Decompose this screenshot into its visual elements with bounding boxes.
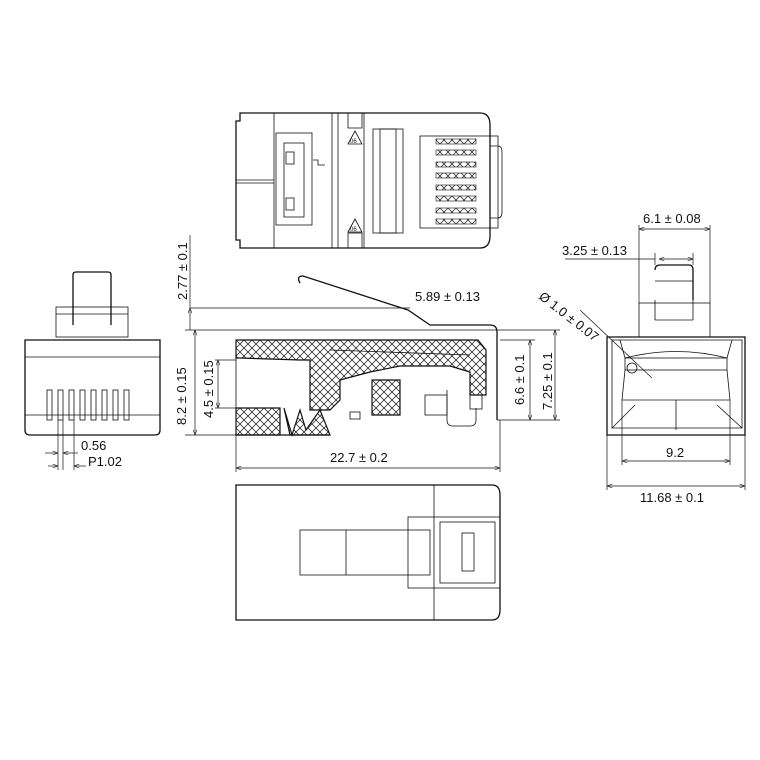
contact-width-dimension: 0.56 <box>81 438 106 453</box>
triangle-mark-icon: 06 <box>347 130 363 145</box>
outer-width-dimension: 11.68 ± 0.1 <box>640 490 704 505</box>
side-section-view <box>235 275 498 438</box>
height-with-latch-dimension: 7.25 ± 0.1 <box>540 352 555 410</box>
contacts <box>46 389 130 421</box>
triangle-mark-label: 06 <box>350 227 357 233</box>
latch-base-width-dimension: 6.1 ± 0.08 <box>643 211 701 226</box>
cable-entry-dimension: 4.5 ± 0.15 <box>201 360 216 418</box>
body-height-dimension: 6.6 ± 0.1 <box>512 354 527 405</box>
end-view <box>606 264 746 436</box>
pitch-dimension: P1.02 <box>88 454 122 469</box>
side-dimensions: 2.77 ± 0.1 5.89 ± 0.13 8.2 ± 0.15 4.5 ± … <box>174 235 560 472</box>
hole-circle <box>626 362 638 374</box>
triangle-mark-icon: 06 <box>347 218 363 233</box>
length-dimension: 22.7 ± 0.2 <box>330 450 388 465</box>
top-view: 06 06 <box>235 112 503 249</box>
bottom-view <box>235 484 501 621</box>
triangle-mark-label: 06 <box>350 139 357 145</box>
latch-width-dimension: 3.25 ± 0.13 <box>562 243 627 258</box>
front-view: 0.56 P1.02 <box>24 271 161 470</box>
contact-slots <box>419 135 499 229</box>
total-height-dimension: 8.2 ± 0.15 <box>174 367 189 425</box>
latch-height-dimension: 2.77 ± 0.1 <box>175 242 190 300</box>
latch-length-dimension: 5.89 ± 0.13 <box>415 289 480 304</box>
inner-width-dimension: 9.2 <box>666 445 684 460</box>
hole-diameter-dimension: Ø 1.0 ± 0.07 <box>536 289 602 345</box>
